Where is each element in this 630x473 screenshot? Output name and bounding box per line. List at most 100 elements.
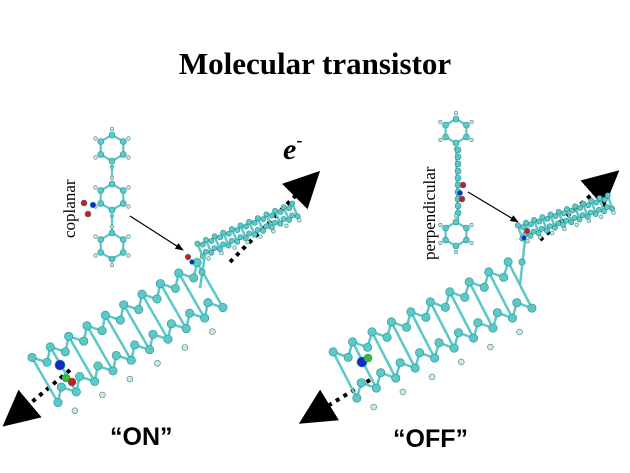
carbon-atom: [507, 313, 517, 323]
carbon-atom: [237, 222, 244, 229]
nitrogen-atom: [457, 190, 463, 196]
carbon-atom: [82, 321, 92, 331]
carbon-atom: [552, 213, 559, 219]
carbon-atom: [111, 350, 121, 360]
oxygen-atom: [84, 210, 92, 218]
hydrogen-atom: [126, 204, 131, 209]
carbon-atom: [280, 216, 287, 222]
carbon-atom: [71, 387, 81, 397]
carbon-atom: [596, 195, 603, 201]
carbon-atom: [442, 133, 449, 141]
carbon-atom: [499, 272, 509, 282]
carbon-atom: [430, 353, 440, 363]
carbon-atom: [382, 332, 392, 342]
carbon-atom: [454, 202, 462, 210]
carbon-atom: [580, 200, 587, 207]
carbon-atom: [503, 257, 513, 267]
hydrogen-atom: [469, 240, 474, 246]
carbon-atom: [208, 238, 215, 244]
carbon-atom: [170, 283, 180, 293]
carbon-atom: [568, 219, 575, 226]
electron-symbol: e: [283, 133, 297, 166]
electron-label: e-: [283, 130, 302, 167]
carbon-atom: [208, 249, 215, 256]
carbon-atom: [531, 217, 538, 223]
oxygen-atom: [458, 195, 466, 203]
carbon-atom: [454, 146, 462, 154]
hydrogen-atom: [99, 391, 106, 399]
carbon-atom: [555, 208, 562, 215]
carbon-atom: [211, 245, 218, 251]
carbon-atom: [246, 230, 252, 237]
carbon-atom: [601, 208, 607, 215]
carbon-atom: [53, 398, 63, 408]
carbon-atom: [286, 217, 292, 223]
bond: [177, 272, 206, 319]
carbon-atom: [200, 313, 210, 323]
carbon-atom: [587, 209, 594, 216]
carbon-atom: [604, 204, 611, 210]
carbon-atom: [453, 328, 463, 338]
carbon-atom: [492, 308, 502, 318]
carbon-atom: [155, 279, 165, 289]
carbon-atom: [596, 206, 602, 213]
hydrogen-atom: [586, 218, 592, 223]
oxygen-atom: [459, 181, 467, 189]
carbon-atom: [93, 361, 103, 371]
hydrogen-atom: [516, 328, 523, 336]
off-molecule: [328, 192, 616, 411]
carbon-atom: [367, 327, 377, 337]
carbon-atom: [328, 347, 338, 357]
oxygen-atom: [67, 377, 77, 387]
carbon-atom: [243, 223, 249, 230]
nitrogen-atom: [521, 235, 527, 241]
hydrogen-atom: [453, 213, 459, 219]
carbon-atom: [528, 221, 534, 228]
carbon-atom: [134, 305, 144, 315]
oxygen-atom: [80, 199, 88, 207]
carbon-atom: [547, 211, 554, 218]
carbon-atom: [395, 358, 405, 368]
carbon-atom: [119, 187, 127, 194]
bond: [429, 301, 456, 349]
carbon-atom: [454, 153, 462, 161]
coplanar-inset-molecule: [80, 126, 131, 268]
carbon-atom: [198, 268, 206, 276]
carbon-atom: [97, 249, 105, 256]
carbon-atom: [234, 239, 241, 245]
carbon-atom: [421, 312, 431, 322]
hydrogen-atom: [93, 185, 98, 190]
bond: [30, 356, 60, 404]
carbon-atom: [484, 267, 494, 277]
carbon-atom: [536, 218, 543, 225]
bond: [370, 331, 397, 379]
carbon-atom: [97, 326, 107, 336]
carbon-atom: [218, 303, 228, 313]
nitrogen-atom: [189, 259, 195, 265]
carbon-atom: [119, 249, 127, 256]
carbon-atom: [452, 242, 460, 250]
hydrogen-atom: [245, 240, 250, 245]
carbon-atom: [220, 229, 227, 236]
carbon-atom: [454, 160, 462, 168]
carbon-atom: [434, 338, 444, 348]
carbon-atom: [203, 298, 213, 308]
carbon-atom: [442, 224, 449, 232]
oxygen-atom: [184, 253, 192, 261]
carbon-atom: [363, 342, 373, 352]
carbon-atom: [454, 167, 462, 175]
carbon-atom: [452, 218, 460, 226]
carbon-atom: [592, 211, 599, 217]
carbon-atom: [440, 302, 450, 312]
off-state-label: “OFF”: [393, 425, 468, 453]
hydrogen-atom: [469, 222, 474, 228]
hydrogen-atom: [93, 136, 98, 141]
bond: [104, 314, 133, 361]
carbon-atom: [45, 342, 55, 352]
carbon-atom: [228, 237, 235, 244]
carbon-atom: [251, 231, 258, 238]
carbon-atom: [289, 212, 296, 219]
carbon-atom: [452, 115, 460, 123]
carbon-atom: [391, 373, 401, 383]
